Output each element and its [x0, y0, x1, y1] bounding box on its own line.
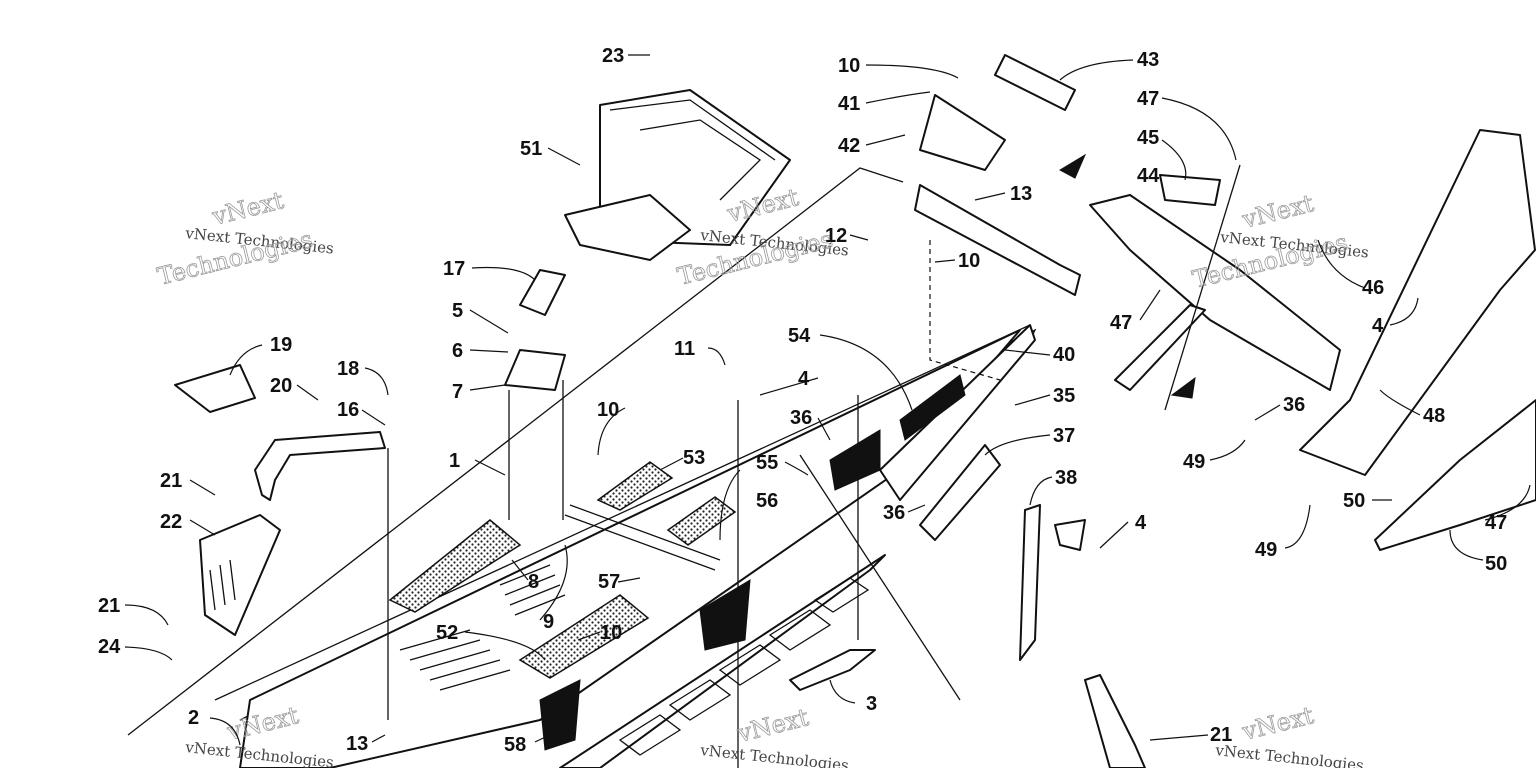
callout-2: 2 — [188, 707, 199, 729]
callout-53: 53 — [683, 447, 705, 469]
cover-part — [504, 269, 566, 391]
callout-labels: 23 10 41 42 43 47 45 44 51 13 12 10 17 4… — [98, 45, 1507, 756]
watermark-brand: vNext — [209, 186, 287, 231]
callout-41: 43 — [1137, 49, 1159, 71]
callout-23: 22 — [160, 511, 182, 533]
callout-7: 7 — [452, 381, 463, 403]
callout-22: 21 — [1210, 724, 1232, 746]
callout-10: 10 — [597, 399, 619, 421]
callout-21: 20 — [270, 375, 292, 397]
bottom-bracket-part — [1084, 674, 1146, 768]
watermark-brand: vNext — [734, 703, 812, 748]
callout-34: 35 — [1053, 385, 1075, 407]
callout-16: 13 — [346, 733, 368, 755]
callout-5: 5 — [452, 300, 463, 322]
parts-artwork — [127, 54, 1536, 768]
leader-lines — [124, 54, 1531, 746]
assembly-lines — [387, 153, 1241, 768]
callout-12: 12 — [825, 225, 847, 247]
watermark-brand: vNext — [1239, 701, 1317, 746]
callout-37: 38 — [1055, 467, 1077, 489]
callout-18: 16 — [337, 399, 359, 421]
running-board-part — [559, 554, 886, 768]
callout-35: 36 — [883, 502, 905, 524]
callout-3: 3 — [866, 693, 877, 715]
callout-4: 4 — [798, 368, 810, 390]
callout-45: 47 — [1137, 88, 1159, 110]
callout-1: 1 — [449, 450, 460, 472]
callout-44: 46 — [1362, 277, 1384, 299]
callout-22: 21 — [98, 595, 120, 617]
callout-48: 49 — [1255, 539, 1277, 561]
callout-6: 6 — [452, 340, 463, 362]
callout-22: 21 — [160, 470, 182, 492]
callout-42: 44 — [1137, 165, 1160, 187]
callout-38: 40 — [1053, 344, 1075, 366]
callout-51: 51 — [520, 138, 542, 160]
watermark-company: vNext Technologies — [1214, 741, 1365, 768]
callout-58: 58 — [504, 734, 526, 756]
tunnel-deck-part — [239, 329, 1021, 768]
callout-40: 42 — [838, 135, 860, 157]
bracket-13-part — [914, 184, 1081, 296]
watermark-company: vNext Technologies — [699, 741, 850, 768]
callout-52: 52 — [436, 622, 458, 644]
callout-10: 10 — [600, 622, 622, 644]
callout-17: 17 — [443, 258, 465, 280]
callout-45: 47 — [1485, 512, 1507, 534]
callout-55: 55 — [756, 452, 778, 474]
callout-20: 19 — [270, 334, 292, 356]
callout-50: 50 — [1485, 553, 1507, 575]
callout-46: 48 — [1423, 405, 1445, 427]
callout-36: 37 — [1053, 425, 1075, 447]
callout-45: 47 — [1110, 312, 1132, 334]
callout-4: 4 — [1372, 315, 1384, 337]
callout-30: 23 — [602, 45, 624, 67]
callout-56: 56 — [756, 490, 778, 512]
callout-19: 18 — [337, 358, 359, 380]
callout-4: 4 — [1135, 512, 1147, 534]
mount-part — [919, 54, 1076, 171]
left-brackets-part — [174, 364, 386, 636]
callout-8: 8 — [528, 571, 539, 593]
callout-10: 10 — [958, 250, 980, 272]
watermark-brand: vNext — [1239, 189, 1317, 234]
seat-part — [564, 89, 791, 261]
callout-24: 24 — [98, 636, 121, 658]
callout-57: 57 — [598, 571, 620, 593]
callout-35: 36 — [1283, 394, 1305, 416]
callout-54: 54 — [788, 325, 811, 347]
callout-43: 45 — [1137, 127, 1159, 149]
plate-arm-part — [919, 444, 1086, 661]
callout-11: 11 — [674, 338, 695, 360]
callout-13: 13 — [1010, 183, 1032, 205]
callout-35: 36 — [790, 407, 812, 429]
callout-10: 10 — [838, 55, 860, 77]
callout-47: 49 — [1183, 451, 1205, 473]
callout-9: 9 — [543, 611, 554, 633]
callout-49: 50 — [1343, 490, 1365, 512]
rear-bumper-part — [1299, 129, 1536, 551]
snow-flap-part — [1089, 174, 1341, 391]
callout-39: 41 — [838, 93, 860, 115]
